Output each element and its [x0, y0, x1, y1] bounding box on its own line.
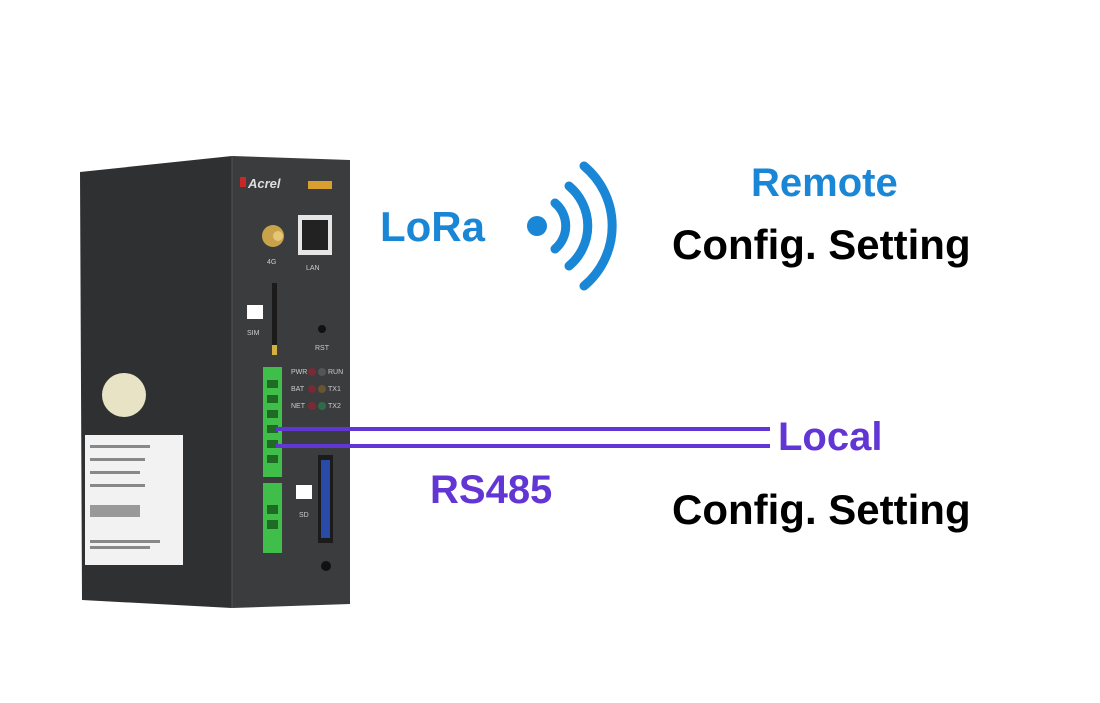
local-label: Local [778, 415, 883, 459]
reset-label: RST [315, 345, 330, 352]
brand-name: Acrel [247, 176, 281, 191]
sd-icon [296, 485, 312, 499]
svg-text:BAT: BAT [291, 386, 305, 393]
status-leds: PWR RUN BAT TX1 NET TX2 [291, 368, 343, 410]
sim-slot[interactable] [272, 283, 277, 351]
svg-text:PWR: PWR [291, 369, 307, 376]
remote-label: Remote [751, 161, 898, 205]
lora-label: LoRa [380, 203, 485, 250]
sim-label: SIM [247, 330, 260, 337]
wireless-signal-icon [527, 161, 617, 291]
gateway-device: Acrel 4G LAN SIM RST PWR RUN BAT TX1 NET… [80, 156, 350, 608]
rs485-label: RS485 [430, 468, 553, 512]
rs485-wires [276, 427, 770, 448]
rs485-terminal-block[interactable] [263, 367, 282, 477]
svg-text:TX1: TX1 [328, 386, 341, 393]
sim-icon [247, 305, 263, 319]
svg-text:RUN: RUN [328, 369, 343, 376]
reset-button[interactable] [318, 325, 326, 333]
power-terminal-block[interactable] [263, 483, 282, 553]
remote-config-setting-label: Config. Setting [672, 221, 971, 268]
brand-logo-icon [240, 177, 246, 187]
svg-text:TX2: TX2 [328, 403, 341, 410]
svg-text:NET: NET [291, 403, 306, 410]
sd-label: SD [299, 512, 309, 519]
lan-label: LAN [306, 265, 320, 272]
antenna-label: 4G [267, 259, 276, 266]
local-config-setting-label: Config. Setting [672, 486, 971, 533]
certification-seal [102, 373, 146, 417]
device-label-sticker [85, 435, 183, 565]
